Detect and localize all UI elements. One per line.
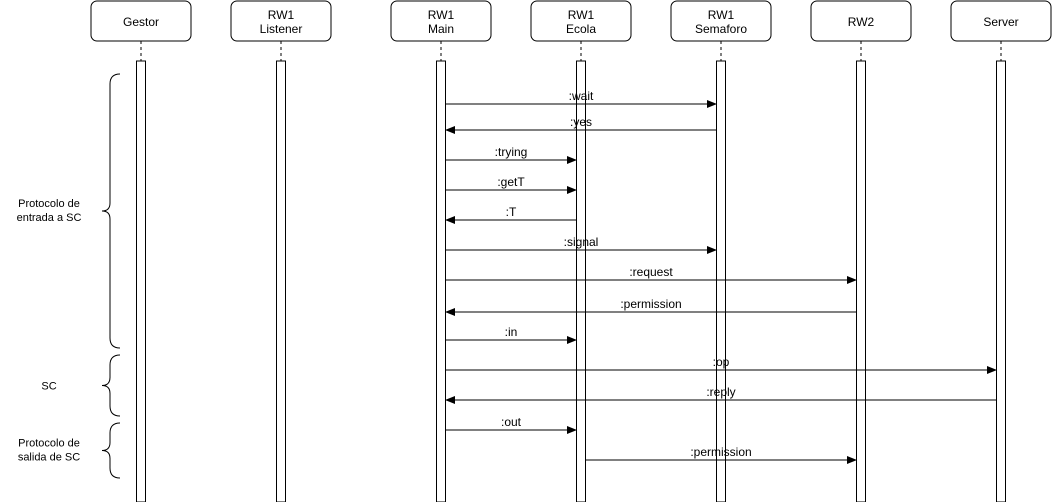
messages-group: :wait :yes :trying :getT :T :signal :request :p… [445, 89, 997, 464]
participant-label: RW1 [268, 8, 295, 22]
participant-label: RW1 [568, 8, 595, 22]
message-label: :wait [569, 89, 594, 103]
phase-label: SC [41, 381, 56, 393]
activation-bar [436, 60, 446, 502]
phase-label: Protocolo de [18, 438, 80, 450]
phase-0: Protocolo de entrada a SC [17, 73, 121, 349]
message-7: :permission [445, 297, 856, 316]
participant-6: Server [950, 0, 1052, 502]
phase-brace [101, 73, 121, 349]
message-label: :out [501, 415, 522, 429]
message-label: :in [505, 325, 518, 339]
message-label: :op [713, 355, 730, 369]
phases-group: Protocolo de entrada a SC SC Protocolo de sa… [17, 73, 121, 479]
message-3: :getT [446, 175, 577, 194]
participant-0: Gestor [90, 0, 192, 502]
phase-brace [101, 422, 121, 479]
activation-bar [716, 60, 726, 502]
participant-label: Gestor [123, 15, 159, 29]
activation-bar [276, 60, 286, 502]
message-11: :out [446, 415, 577, 434]
participant-label: RW1 [428, 8, 455, 22]
message-9: :op [446, 355, 997, 374]
phase-brace [101, 354, 121, 417]
message-label: :permission [690, 445, 751, 459]
participant-sublabel: Listener [260, 22, 303, 36]
phase-label: Protocolo de [18, 198, 80, 210]
message-2: :trying [446, 145, 577, 164]
phase-sublabel: entrada a SC [17, 212, 82, 224]
phase-sublabel: salida de SC [18, 452, 80, 464]
participant-label: Server [983, 15, 1018, 29]
activation-bar [856, 60, 866, 502]
message-4: :T [445, 205, 576, 224]
participant-5: RW2 [810, 0, 912, 502]
participant-sublabel: Semaforo [695, 22, 747, 36]
participant-label: RW1 [708, 8, 735, 22]
activation-bar [136, 60, 146, 502]
activation-bar [576, 60, 586, 502]
message-1: :yes [445, 115, 716, 134]
phase-2: Protocolo de salida de SC [18, 422, 121, 479]
message-label: :yes [570, 115, 592, 129]
participant-sublabel: Main [428, 22, 454, 36]
participant-sublabel: Ecola [566, 22, 596, 36]
phase-1: SC [41, 354, 121, 417]
message-label: :permission [620, 297, 681, 311]
message-label: :trying [495, 145, 528, 159]
message-10: :reply [445, 385, 996, 404]
participant-label: RW2 [848, 15, 875, 29]
message-6: :request [446, 265, 857, 284]
message-label: :signal [564, 235, 599, 249]
message-label: :T [506, 205, 517, 219]
message-12: :permission [586, 445, 857, 464]
activation-bar [996, 60, 1006, 502]
message-label: :getT [497, 175, 525, 189]
message-8: :in [446, 325, 577, 344]
message-label: :request [629, 265, 673, 279]
message-label: :reply [706, 385, 735, 399]
message-0: :wait [446, 89, 717, 108]
message-5: :signal [446, 235, 717, 254]
